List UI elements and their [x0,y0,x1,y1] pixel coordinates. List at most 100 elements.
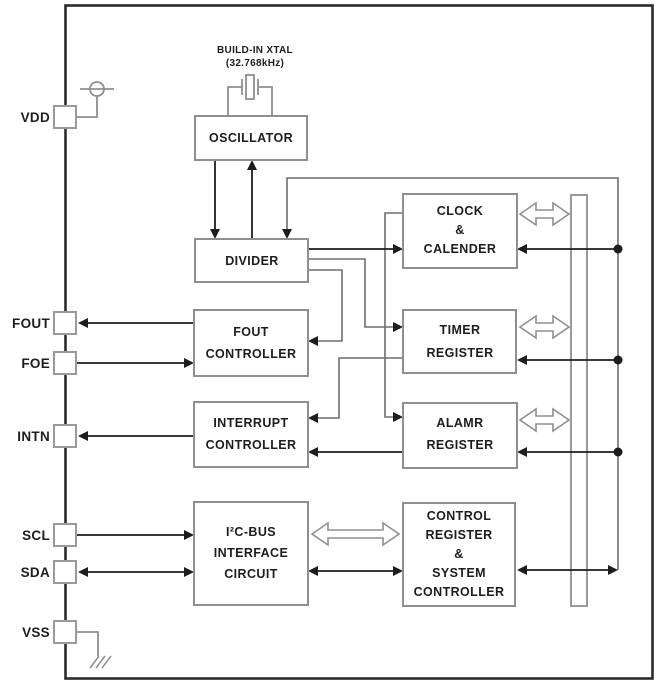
interrupt-controller-block: INTERRUPT CONTROLLER [193,401,309,468]
signal-wires [77,160,618,573]
arrowhead-left-icon [517,355,527,365]
divider-block: DIVIDER [194,238,309,283]
data-bus-bar [570,194,588,607]
pin-label-vdd: VDD [21,110,50,125]
pin-scl [53,523,77,547]
arrowhead-left-icon [308,447,318,457]
wire-divider-to-timer [308,258,393,328]
pin-label-intn: INTN [17,429,50,444]
vss-stub-wire [76,631,99,656]
junction-dot [613,355,623,365]
arrowhead-right-icon [184,567,194,577]
wire-divider-to-fout-controller [308,269,343,342]
i2c-interface-label-1: I²C-BUS [226,525,276,539]
clock-calender-block: CLOCK & CALENDER [402,193,518,269]
arrowheads [78,160,618,577]
alarm-register-label-2: REGISTER [426,438,493,452]
interrupt-controller-label-1: INTERRUPT [213,416,288,430]
double-arrow-i2c-control-icon [310,521,401,547]
pin-foe [53,351,77,375]
bus-double-arrows [310,201,571,547]
timer-register-block: TIMER REGISTER [402,309,517,374]
double-arrow-timer-bus-icon [518,314,571,340]
timer-register-label-2: REGISTER [426,346,493,360]
pin-label-sda: SDA [21,565,50,580]
timer-register-label-1: TIMER [440,323,481,337]
control-register-label-2: REGISTER [425,528,492,542]
divider-label: DIVIDER [225,254,279,268]
arrowhead-left-icon [308,336,318,346]
i2c-interface-block: I²C-BUS INTERFACE CIRCUIT [193,501,309,606]
clock-calender-label-2: & [455,223,464,237]
fout-controller-label-1: FOUT [233,325,269,339]
clock-calender-label-1: CLOCK [437,204,483,218]
crystal-lead-right [258,86,273,116]
pin-sda [53,560,77,584]
arrowhead-left-icon [308,566,318,576]
i2c-interface-label-3: CIRCUIT [224,567,278,581]
routing-wires [286,177,619,570]
crystal-lead-left [227,86,242,116]
control-register-label-3: & [454,547,463,561]
alarm-register-box [402,402,518,469]
i2c-interface-label-2: INTERFACE [214,546,288,560]
crystal-symbol [227,74,273,116]
junction-dot [613,447,623,457]
xtal-annotation: BUILD-IN XTAL (32.768kHz) [217,45,293,69]
arrowhead-right-icon [184,530,194,540]
clock-calender-box [402,193,518,269]
junction-dots [613,244,623,457]
pin-intn [53,424,77,448]
interrupt-controller-box [193,401,309,468]
xtal-label-1: BUILD-IN XTAL [217,45,293,56]
arrowhead-left-icon [78,431,88,441]
xtal-label-2: (32.768kHz) [226,58,284,69]
double-arrow-alarm-bus-icon [518,407,571,433]
arrowhead-left-icon [517,244,527,254]
alarm-register-label-1: ALAMR [436,416,483,430]
interrupt-controller-label-2: CONTROLLER [206,438,297,452]
pin-fout [53,311,77,335]
ground-symbol [76,631,112,669]
alarm-register-block: ALAMR REGISTER [402,402,518,469]
arrowhead-right-icon [608,565,618,575]
ground-hatch-icon [89,655,112,669]
wire-timer-to-interrupt [318,357,403,419]
arrowhead-left-icon [517,447,527,457]
wire-clock-to-alarm [384,212,403,418]
control-register-label-5: CONTROLLER [414,585,505,599]
arrowhead-right-icon [184,358,194,368]
junction-dot [613,244,623,254]
arrowhead-left-icon [78,567,88,577]
arrowhead-up-icon [247,160,257,170]
power-supply-symbol [76,81,114,118]
control-register-label-1: CONTROL [427,509,492,523]
arrowhead-down-icon [210,229,220,239]
arrowhead-left-icon [308,413,318,423]
fout-controller-block: FOUT CONTROLLER [193,309,309,377]
fout-controller-label-2: CONTROLLER [206,347,297,361]
arrowhead-left-icon [517,565,527,575]
oscillator-block: OSCILLATOR [194,115,308,161]
pin-label-foe: FOE [21,356,50,371]
pin-label-fout: FOUT [12,316,50,331]
arrowhead-right-icon [393,244,403,254]
control-register-label-4: SYSTEM [432,566,486,580]
arrowhead-right-icon [393,566,403,576]
fout-controller-box [193,309,309,377]
control-register-box [402,502,516,607]
pin-vss [53,620,77,644]
pin-vdd [53,105,77,129]
arrowhead-right-icon [393,322,403,332]
wire-control-feedback-to-divider [286,177,619,570]
pin-label-vss: VSS [22,625,50,640]
arrowhead-down-icon [282,229,292,239]
oscillator-box [194,115,308,161]
divider-box [194,238,309,283]
double-arrow-clock-bus-icon [518,201,571,227]
pins: VDD FOUT FOE INTN SCL SDA VSS [12,105,77,644]
arrowhead-left-icon [78,318,88,328]
timer-register-box [402,309,517,374]
